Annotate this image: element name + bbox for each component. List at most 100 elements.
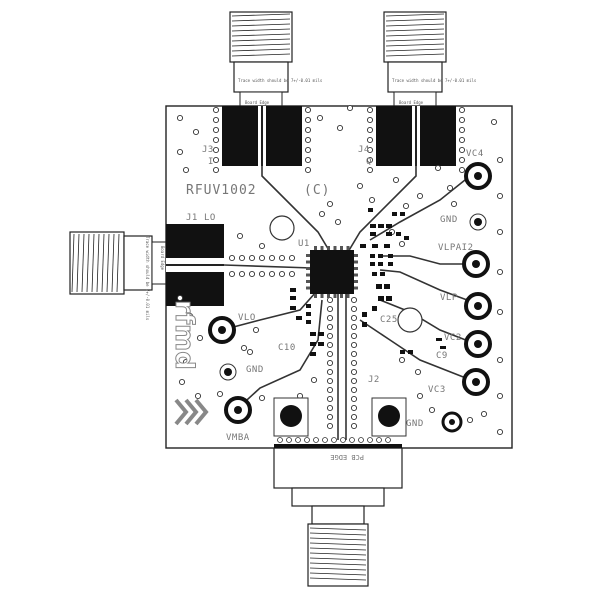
via xyxy=(392,176,400,184)
rfmd-logo: rfmd xyxy=(169,300,209,426)
j2-ref: J2 xyxy=(368,375,380,385)
via xyxy=(304,126,312,134)
ic-pin xyxy=(320,246,324,250)
ic-pin xyxy=(346,294,350,298)
via xyxy=(176,294,184,302)
edge-via xyxy=(295,437,301,443)
smd-pad xyxy=(378,254,383,258)
smd-pad xyxy=(310,352,316,356)
via xyxy=(446,184,454,192)
via xyxy=(458,156,466,164)
edge-via xyxy=(376,437,382,443)
via xyxy=(258,270,266,278)
smd-pad xyxy=(400,212,405,216)
via xyxy=(326,332,334,340)
via xyxy=(310,376,318,384)
smd-pad xyxy=(370,262,375,266)
via xyxy=(496,356,504,364)
via xyxy=(350,422,358,430)
smd-pad xyxy=(378,262,383,266)
smd-pad xyxy=(408,350,413,354)
via xyxy=(496,392,504,400)
board-edge-label-right: Board Edge xyxy=(399,100,424,105)
pin-label-vlp: VLP xyxy=(440,293,458,303)
smd-pad xyxy=(290,288,296,292)
via xyxy=(350,350,358,358)
ic-pin xyxy=(340,294,343,298)
via xyxy=(216,390,224,398)
edge-pins xyxy=(277,437,391,443)
edge-via xyxy=(367,437,373,443)
j4-ref: J4 xyxy=(358,145,370,155)
ic-pin xyxy=(354,254,358,257)
via xyxy=(334,218,342,226)
via xyxy=(350,404,358,412)
via xyxy=(176,148,184,156)
passive-components xyxy=(290,208,446,356)
j4-name: Q xyxy=(366,157,372,167)
smd-pad xyxy=(386,296,392,301)
ic-pin xyxy=(306,260,310,264)
via xyxy=(212,116,220,124)
ic-pin xyxy=(314,246,317,250)
via xyxy=(288,270,296,278)
via xyxy=(228,270,236,278)
edge-via xyxy=(358,437,364,443)
smd-pad xyxy=(296,316,302,320)
via xyxy=(350,386,358,394)
via xyxy=(350,314,358,322)
pin-label-vlpai2: VLPAI2 xyxy=(438,243,474,253)
via xyxy=(304,106,312,114)
via xyxy=(350,332,358,340)
j3-name: I xyxy=(208,157,214,167)
via xyxy=(326,305,334,313)
via xyxy=(326,377,334,385)
smd-pad xyxy=(310,332,316,336)
smd-pad xyxy=(370,224,376,228)
header-pin-hole xyxy=(472,260,480,268)
via-field xyxy=(176,104,504,436)
via xyxy=(356,182,364,190)
via xyxy=(434,164,442,172)
via xyxy=(350,359,358,367)
via xyxy=(304,116,312,124)
smd-pad xyxy=(378,224,384,228)
sma-connector-left xyxy=(69,231,167,295)
ic-pin xyxy=(354,260,358,264)
smd-pad xyxy=(392,212,397,216)
via xyxy=(278,254,286,262)
pin-label-vmba: VMBA xyxy=(226,433,250,443)
header-pins-right xyxy=(462,162,492,396)
header-pins-left xyxy=(208,316,252,424)
via xyxy=(336,124,344,132)
via xyxy=(350,395,358,403)
ic-pin xyxy=(327,246,330,250)
header-pin-hole xyxy=(472,378,480,386)
ic-pin xyxy=(333,294,337,298)
via xyxy=(366,136,374,144)
via xyxy=(496,228,504,236)
mounting-hole-right xyxy=(397,307,423,333)
ref-c10: C10 xyxy=(278,343,296,353)
via xyxy=(402,202,410,210)
ref-c25: C25 xyxy=(380,315,398,325)
smd-pad xyxy=(378,296,384,301)
via xyxy=(350,341,358,349)
smd-pad xyxy=(372,272,377,276)
via xyxy=(366,156,374,164)
via xyxy=(428,406,436,414)
smd-pad xyxy=(440,346,446,349)
via xyxy=(350,413,358,421)
via xyxy=(496,156,504,164)
via xyxy=(326,314,334,322)
via xyxy=(398,356,406,364)
rev-label: (C) xyxy=(304,183,330,198)
pin-label-vlo: VLO xyxy=(238,313,256,323)
header-pin-hole xyxy=(474,340,482,348)
edge-via xyxy=(304,437,310,443)
board-edge-label-left: Board Edge xyxy=(245,100,270,105)
edge-via xyxy=(277,437,283,443)
sma-pads-left xyxy=(166,224,224,306)
via xyxy=(350,323,358,331)
via xyxy=(326,350,334,358)
